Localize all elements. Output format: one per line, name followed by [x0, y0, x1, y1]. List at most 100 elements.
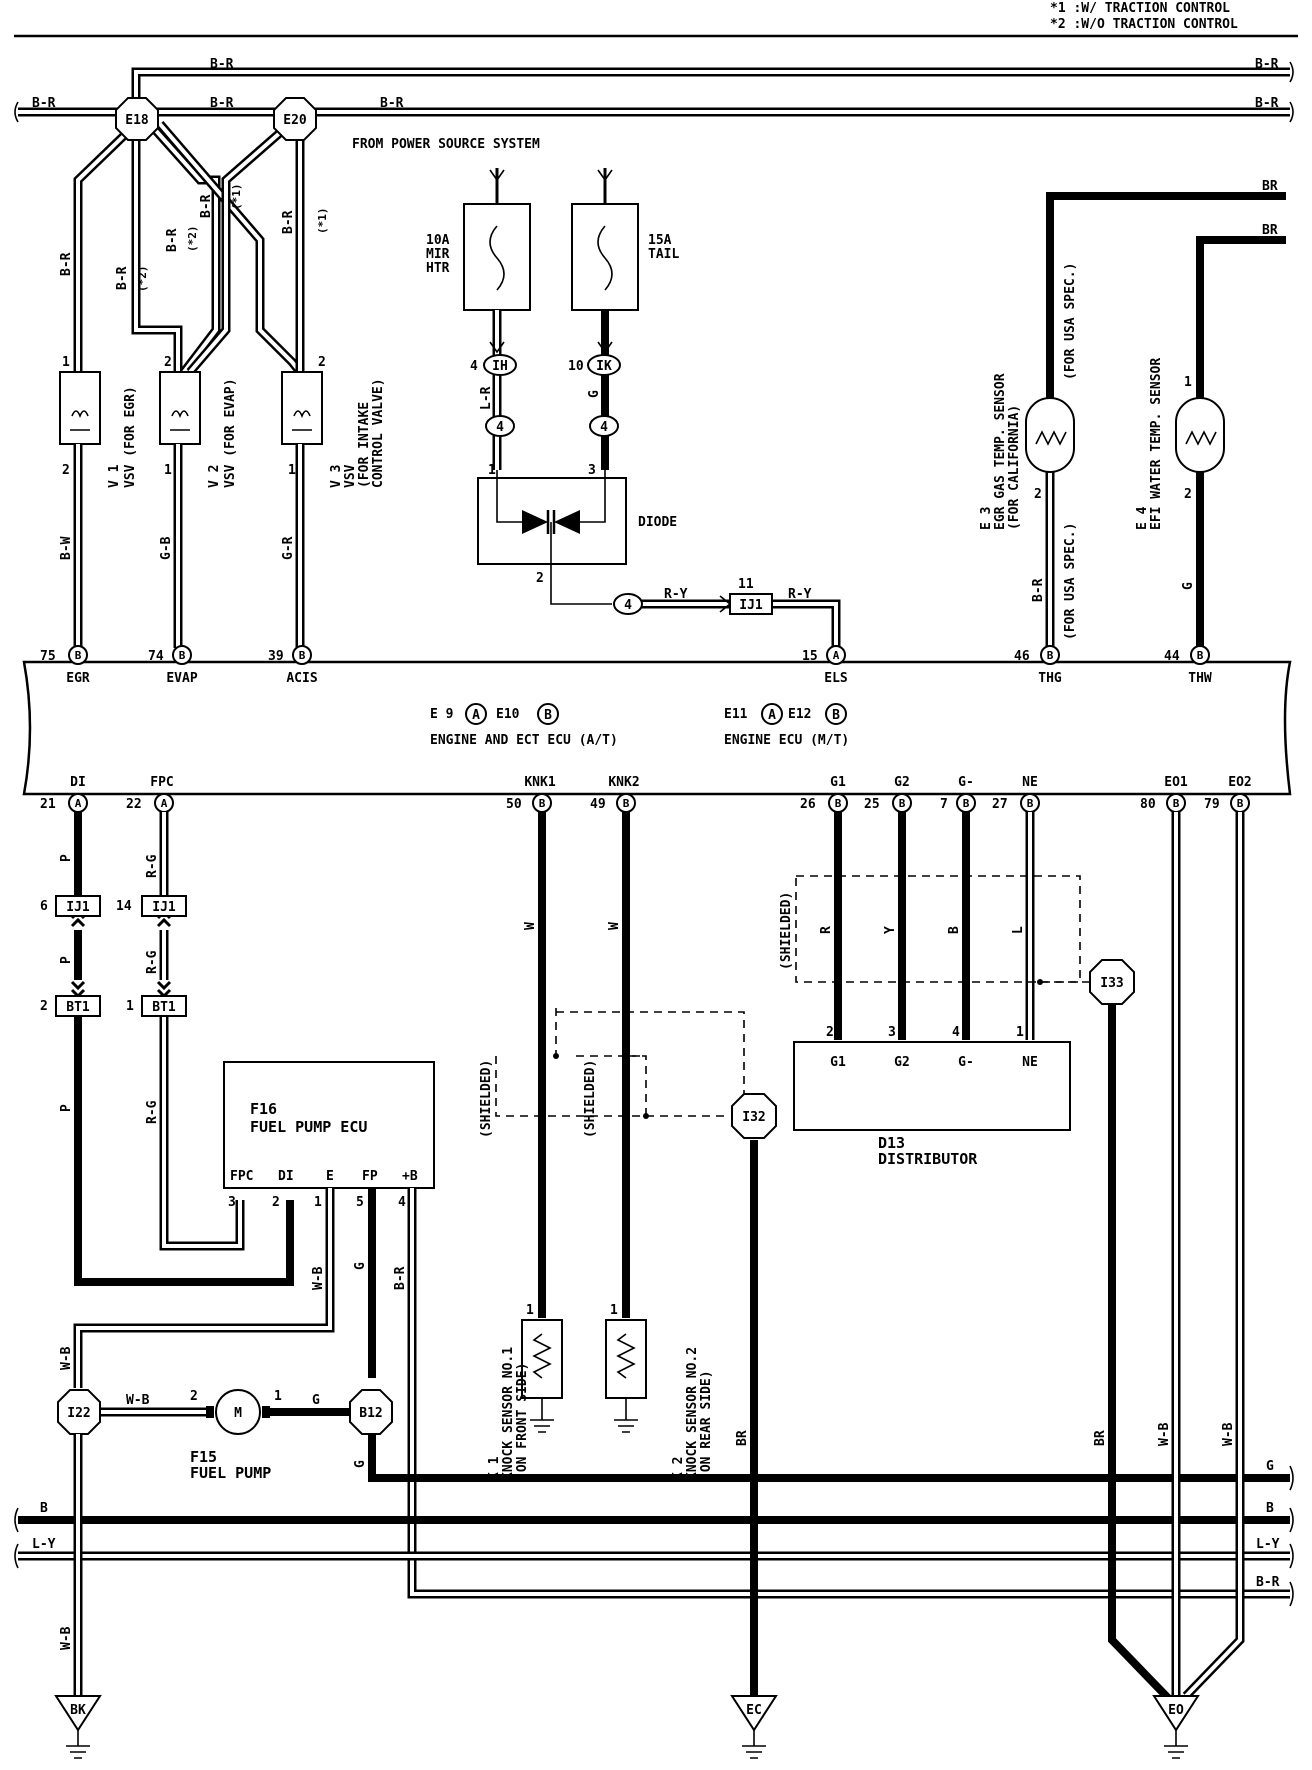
- svg-text:KNK1: KNK1: [524, 775, 555, 790]
- svg-text:6: 6: [40, 899, 48, 914]
- wire-label-br-left: B-R: [32, 96, 56, 111]
- wire-label-gb: G-B: [159, 536, 174, 560]
- wire-label-ly-left: L-Y: [32, 1537, 56, 1552]
- svg-text:2: 2: [190, 1389, 198, 1404]
- svg-text:ACIS: ACIS: [286, 671, 317, 686]
- svg-text:EGR: EGR: [66, 671, 90, 686]
- svg-text:A: A: [75, 797, 82, 810]
- svg-text:TAIL: TAIL: [648, 247, 679, 262]
- svg-text:1: 1: [274, 1389, 282, 1404]
- svg-text:M: M: [234, 1406, 242, 1421]
- svg-text:44: 44: [1164, 649, 1180, 664]
- svg-text:1: 1: [488, 463, 496, 478]
- svg-text:I32: I32: [742, 1110, 765, 1125]
- junction-e18: E18: [115, 97, 159, 141]
- svg-text:2: 2: [1184, 487, 1192, 502]
- svg-text:B12: B12: [359, 1406, 382, 1421]
- svg-text:FPC: FPC: [230, 1169, 253, 1184]
- svg-text:BT1: BT1: [152, 1000, 176, 1015]
- vsv-v3: 2 1 V 3 VSV (FOR INTAKE CONTROL VALVE): [281, 355, 386, 488]
- vsv-v2-name: VSV (FOR EVAP): [223, 378, 238, 488]
- junction-b12: B12: [349, 1389, 393, 1435]
- svg-text:EVAP: EVAP: [166, 671, 197, 686]
- svg-text:2: 2: [536, 571, 544, 586]
- d13-name: DISTRIBUTOR: [878, 1150, 978, 1168]
- wire-label-ly-right: L-Y: [1256, 1537, 1280, 1552]
- wire-label-wb-eo1: W-B: [1157, 1422, 1172, 1446]
- connector-ij1-els: [729, 593, 773, 615]
- shielded-label-dist: (SHIELDED): [779, 892, 794, 970]
- vsv-feed-wires: B-R B-R (*2) B-R (*2) B-R (*1) B-R (*1): [59, 120, 329, 375]
- ecu-conn-e9: E 9: [430, 707, 453, 722]
- source-label: FROM POWER SOURCE SYSTEM: [352, 137, 540, 152]
- wire-label-l: L: [1011, 926, 1026, 934]
- svg-text:B: B: [1173, 797, 1180, 810]
- vsv-v3-name2: (FOR INTAKE: [357, 402, 372, 488]
- svg-text:4: 4: [470, 359, 478, 374]
- wire-label-ry-a: R-Y: [664, 587, 688, 602]
- svg-text:B: B: [1027, 797, 1034, 810]
- fuel-pump-ecu-wires: P P P R-G R-G R-G: [59, 812, 294, 1286]
- diode-feed-wires: L-R G: [479, 310, 613, 470]
- mark-s2-b: (*2): [186, 226, 199, 253]
- vsv-v1: 1 2 V 1 VSV (FOR EGR): [59, 355, 138, 488]
- svg-text:KNK2: KNK2: [608, 775, 639, 790]
- ecu-pin-fpc: FPC 22 A: [126, 775, 174, 813]
- f15-id: F15: [190, 1448, 217, 1466]
- svg-text:11: 11: [738, 577, 754, 592]
- wire-label-y: Y: [883, 926, 898, 934]
- wire-label-wb-i22: W-B: [59, 1346, 74, 1370]
- svg-text:14: 14: [116, 899, 132, 914]
- mark-s2-a: (*2): [136, 266, 149, 293]
- svg-text:B: B: [835, 797, 842, 810]
- wire-label-b-bus-right: B: [1266, 1501, 1274, 1516]
- ground-eo: EO: [1152, 1695, 1200, 1759]
- ecu-bottom-pins: DI 21 A FPC 22 A KNK1 50 B KNK2 49 B G1 …: [40, 775, 1252, 813]
- svg-text:B: B: [1237, 797, 1244, 810]
- k1-name2: (ON FRONT SIDE): [515, 1363, 530, 1480]
- wire-label-br-v2c: B-R: [199, 194, 214, 218]
- vsv-v3-id: V 3: [329, 465, 344, 488]
- svg-text:NE: NE: [1022, 775, 1038, 790]
- svg-text:2: 2: [318, 355, 326, 370]
- svg-text:1: 1: [610, 1303, 618, 1318]
- svg-text:50: 50: [506, 797, 522, 812]
- vsv-v2-id: V 2: [207, 465, 222, 488]
- k1-id: K 1: [487, 1456, 502, 1480]
- vsv-v1-id: V 1: [107, 464, 122, 488]
- wire-label-br-mid2: B-R: [380, 96, 404, 111]
- wire-label-w-knk1: W: [523, 922, 538, 930]
- wire-label-br-plusb: B-R: [393, 1266, 408, 1290]
- ecu-pin-evap: 74 B EVAP: [148, 645, 198, 686]
- knock-sensor-k2: 1 K 2 KNOCK SENSOR NO.2 (ON REAR SIDE): [605, 1303, 714, 1480]
- ecu-pin-thw: 44 B THW: [1164, 645, 1212, 686]
- svg-text:DI: DI: [70, 775, 86, 790]
- connector-ih: 4 IH 4: [470, 354, 517, 437]
- f16-id: F16: [250, 1100, 277, 1118]
- svg-text:B: B: [963, 797, 970, 810]
- ecu-top-pins: 75 B EGR 74 B EVAP 39 B ACIS 15 A ELS 46…: [40, 645, 1212, 686]
- wire-label-br-mid: B-R: [210, 96, 234, 111]
- wire-label-br-ec: BR: [735, 1430, 750, 1446]
- k2-name2: (ON REAR SIDE): [699, 1370, 714, 1480]
- sensor-e3: 2 E 3 EGR GAS TEMP. SENSOR (FOR CALIFORN…: [979, 263, 1078, 640]
- fuse-15a-tail: 15A TAIL: [571, 168, 679, 311]
- svg-text:G-: G-: [958, 1055, 974, 1070]
- ecu-pin-els: 15 A ELS: [802, 645, 848, 686]
- shielded-label-knk1: (SHIELDED): [479, 1060, 494, 1138]
- svg-text:B: B: [832, 708, 840, 723]
- svg-text:25: 25: [864, 797, 880, 812]
- svg-text:4: 4: [952, 1025, 960, 1040]
- vsv-v1-name: VSV (FOR EGR): [123, 386, 138, 488]
- ecu-block: E 9 A E10 B ENGINE AND ECT ECU (A/T) E11…: [22, 660, 1292, 796]
- k1-name: KNOCK SENSOR NO.1: [501, 1347, 516, 1480]
- svg-text:1: 1: [62, 355, 70, 370]
- wire-label-rg-c: R-G: [145, 1100, 160, 1124]
- sensor-e4-id: E 4: [1135, 506, 1150, 530]
- svg-text:FPC: FPC: [150, 775, 173, 790]
- ecu-title-mt: ENGINE ECU (M/T): [724, 733, 849, 748]
- svg-text:10: 10: [568, 359, 584, 374]
- ground-ec: EC: [730, 1695, 778, 1759]
- ecu-pin-ne: NE 27 B: [992, 775, 1040, 813]
- wire-label-br-thg: B-R: [1031, 578, 1046, 602]
